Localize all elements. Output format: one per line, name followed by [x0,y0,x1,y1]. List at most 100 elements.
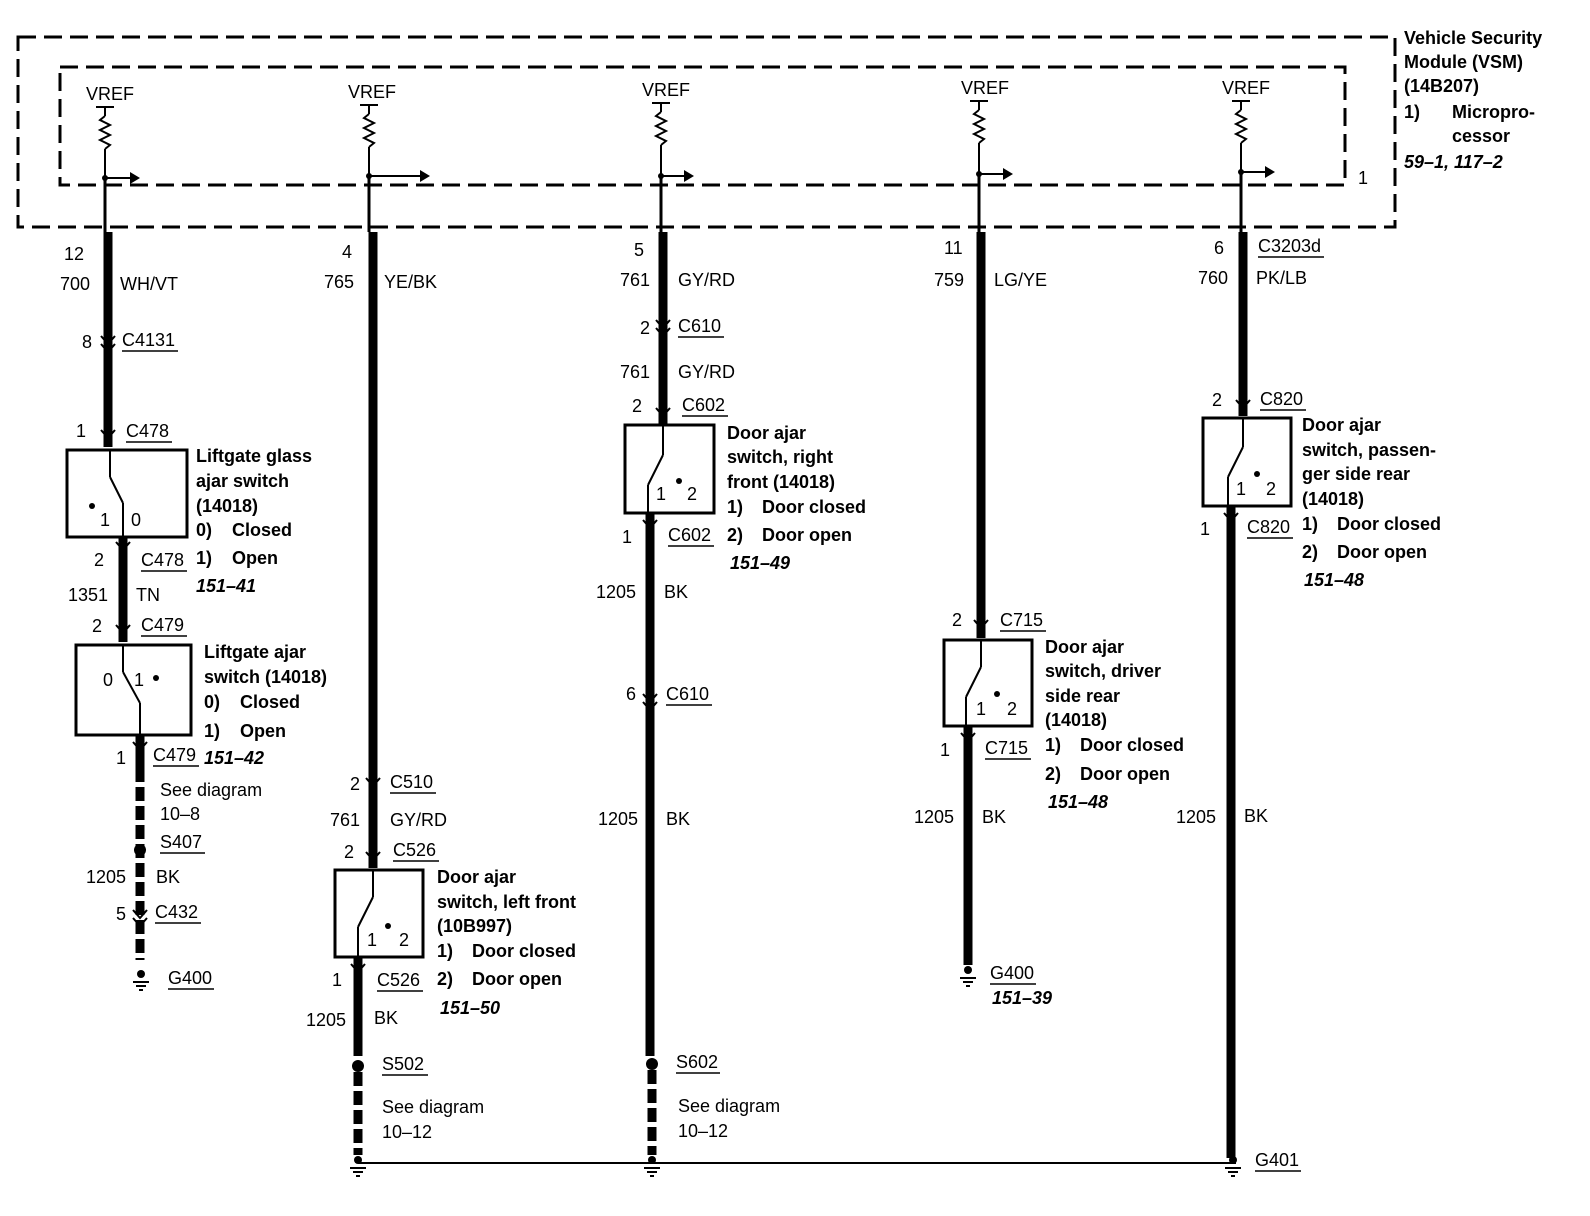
switch-blade-icon [1227,446,1244,478]
wire-color: YE/BK [384,272,437,292]
switch-contact-a: 1 [1236,479,1246,499]
wire-color: BK [666,809,690,829]
switch-bottom-connector: C602 [668,525,711,545]
switch-name-line-1: Door ajar [1302,415,1381,435]
connector-icon [642,693,658,704]
switch-contact-b: 2 [399,930,409,950]
connector-icon [365,777,381,788]
connector-icon [100,429,116,440]
switch-top-connector: C526 [393,840,436,860]
wire-color: WH/VT [120,274,178,294]
see-diagram-line-1: See diagram [678,1096,780,1116]
vref-stage-5: VREF [1222,78,1275,178]
switch-contact-a: 1 [976,699,986,719]
connector-icon [1235,399,1251,410]
switch-name-line-2: switch, passen- [1302,440,1436,460]
switch-name-line-2: ajar switch [196,471,289,491]
vref-stage-4: VREF [961,78,1013,180]
see-diagram-line-2: 10–12 [678,1121,728,1141]
ground-id: G401 [1255,1150,1299,1170]
switch-top-pin: 2 [952,610,962,630]
switch-state-1-label: Door closed [472,941,576,961]
circuit-driver-rear: 11 759 LG/YE 2 C715 1 2 Door ajar switch… [914,174,1184,1008]
switch-ref: 151–42 [204,748,264,768]
circuit-number: 761 [620,362,650,382]
splice-id: S602 [676,1052,718,1072]
switch-contact-b: 1 [134,670,144,690]
wire-color: GY/RD [390,810,447,830]
switch-state-2-number: 2) [1045,764,1061,784]
ground-ref: 151–39 [992,988,1052,1008]
switch-state-2-label: Open [240,721,286,741]
circuit-number: 700 [60,274,90,294]
connector-id: C610 [666,684,709,704]
switch-name-line-4: (14018) [1302,489,1364,509]
switch-state-2-label: Door open [1337,542,1427,562]
vsm-pin: 6 [1214,238,1224,258]
switch-state-1-label: Closed [232,520,292,540]
circuit-left-front: 4 765 YE/BK 2 C510 761 GY/RD 2 C526 1 2 … [306,176,576,1177]
switch-top-pin: 2 [344,842,354,862]
switch-top-connector: C479 [141,615,184,635]
connector-icon [100,343,116,354]
circuit-number: 760 [1198,268,1228,288]
circuit-number: 765 [324,272,354,292]
switch-name-line-1: Door ajar [1045,637,1124,657]
wire-color: TN [136,585,160,605]
wire-color: BK [374,1008,398,1028]
switch-name-line-2: switch, driver [1045,661,1161,681]
connector-id: C510 [390,772,433,792]
module-item-line-1: Micropro- [1452,102,1535,122]
vsm-pin: 11 [944,238,963,258]
switch-name-line-1: Liftgate glass [196,446,312,466]
connector-icon [100,335,116,346]
vsm-pin: 12 [64,244,84,264]
wire-color: GY/RD [678,270,735,290]
wire-color: BK [664,582,688,602]
module-item-line-2: cessor [1452,126,1510,146]
see-diagram-line-2: 10–12 [382,1122,432,1142]
vref-label: VREF [86,84,134,104]
switch-bottom-pin: 1 [622,527,632,547]
vsm-pin: 5 [634,240,644,260]
switch-state-2-number: 2) [437,969,453,989]
switch-top-connector: C715 [1000,610,1043,630]
connector-pin: 5 [116,904,126,924]
switch-state-1-label: Door closed [1080,735,1184,755]
switch-name-line-3: side rear [1045,686,1120,706]
connector-icon [350,963,366,974]
vref-label: VREF [642,80,690,100]
switch-state-1-label: Door closed [1337,514,1441,534]
switch-contact-a: 0 [103,670,113,690]
circuit-number: 759 [934,270,964,290]
connector-icon [642,519,658,530]
switch-contact-b: 2 [1266,479,1276,499]
circuit-number: 761 [330,810,360,830]
switch-state-2-number: 2) [727,525,743,545]
switch-name-line-3: ger side rear [1302,464,1410,484]
switch-bottom-pin: 1 [940,740,950,760]
ground-id: G400 [990,963,1034,983]
switch-state-1-number: 0) [204,692,220,712]
switch-bottom-connector: C479 [153,745,196,765]
ground-id: G400 [168,968,212,988]
splice-id: S502 [382,1054,424,1074]
switch-state-1-label: Closed [240,692,300,712]
switch-name-line-2: switch, left front [437,892,576,912]
module-pin-label: 1 [1358,168,1368,188]
connector-icon [132,909,148,920]
module-title-line-2: Module (VSM) [1404,52,1523,72]
connector-icon [973,619,989,630]
switch-blade-icon [965,666,982,698]
circuit-number: 1205 [1176,807,1216,827]
switch-top-pin: 1 [76,421,86,441]
switch-bottom-connector: C526 [377,970,420,990]
switch-name-line-3: front (14018) [727,472,835,492]
connector-icon [1223,512,1239,523]
switch-state-2-number: 2) [1302,542,1318,562]
vref-stage-1: VREF [86,84,140,184]
circuit-number: 1205 [306,1010,346,1030]
connector-icon [655,407,671,418]
switch-name-line-1: Door ajar [727,423,806,443]
